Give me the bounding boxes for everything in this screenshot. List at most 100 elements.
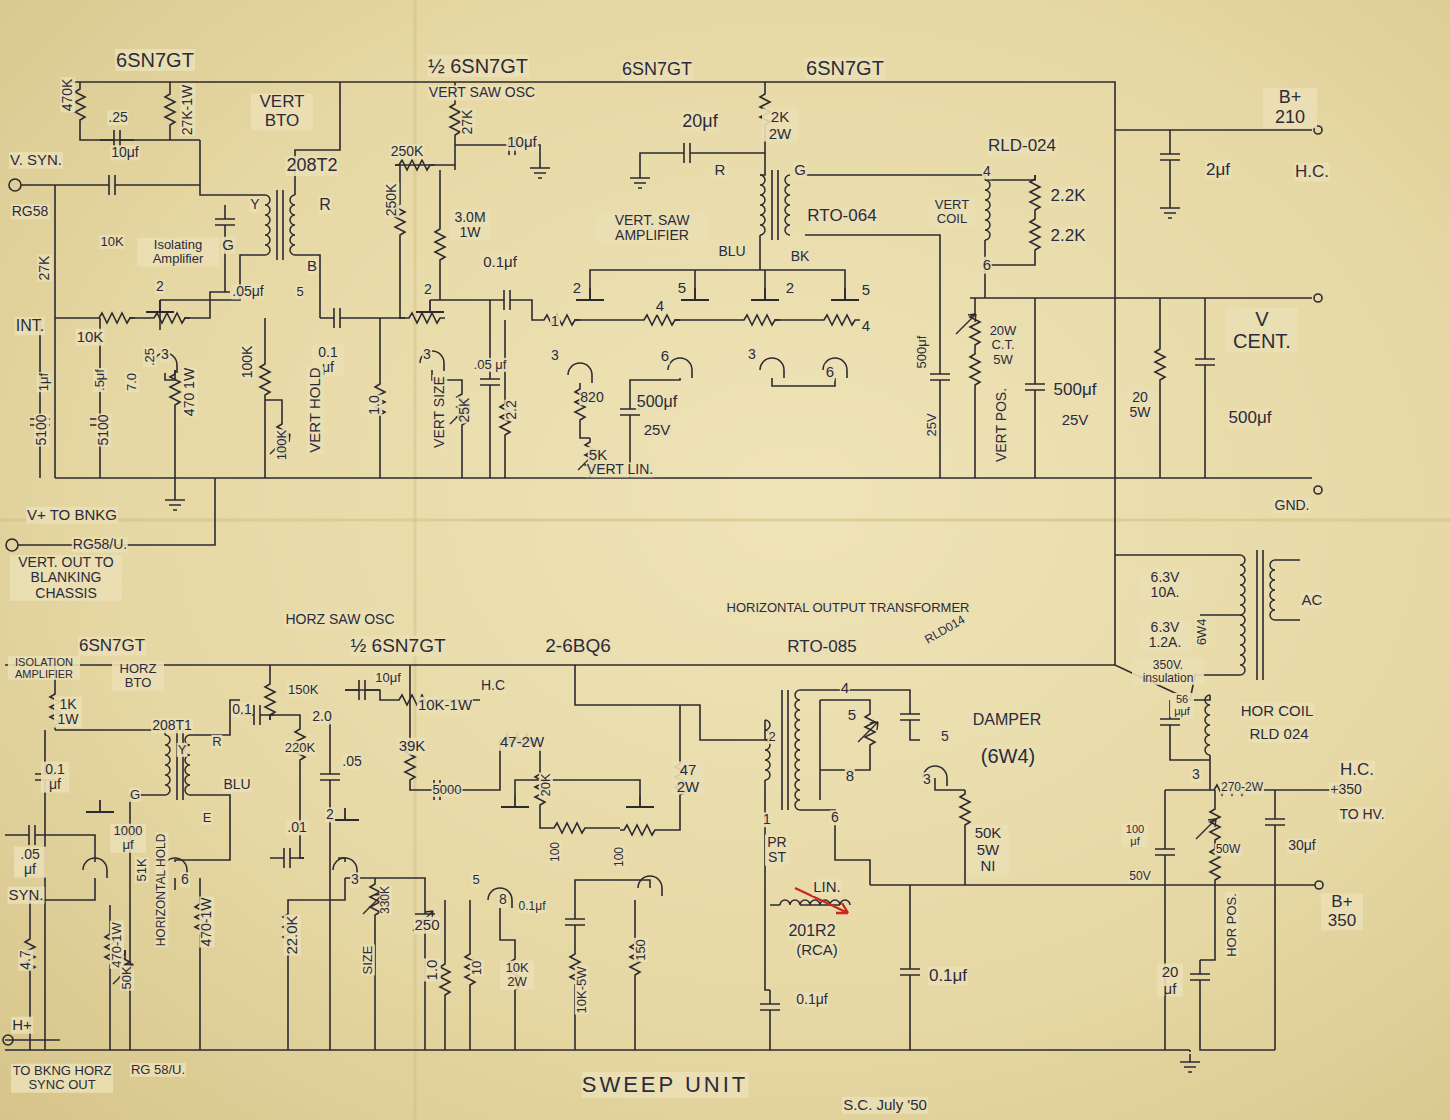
schematic-label: 20W C.T. 5W (984, 324, 1022, 367)
schematic-label: 10μf (374, 671, 402, 685)
schematic-label: 6W4 (1195, 618, 1209, 647)
tube-plate (416, 300, 444, 312)
tube-grid (640, 315, 680, 325)
resistor-symbol (265, 680, 275, 720)
terminal (1314, 486, 1322, 494)
schematic-label: V CENT. (1226, 308, 1298, 352)
schematic-label: 10K-5W (575, 966, 589, 1015)
transformer-coil (785, 175, 790, 235)
capacitor-symbol (215, 205, 235, 239)
tube-plate (86, 800, 114, 812)
schematic-label: RTO-064 (806, 207, 877, 226)
capacitor-symbol (930, 360, 950, 394)
wire (21, 82, 405, 478)
schematic-label: 27K (37, 255, 52, 282)
potentiometer-arrow (858, 722, 878, 742)
schematic-label: ISOLATION AMPLIFIER (8, 656, 80, 680)
capacitor-symbol (670, 143, 704, 163)
capacitor-symbol (900, 700, 920, 734)
schematic-label: 6SN7GT (621, 60, 693, 80)
schematic-label: 2 (785, 280, 795, 297)
schematic-label: 5K (588, 447, 608, 464)
schematic-label: 8 (498, 892, 508, 907)
schematic-label: 8 (845, 768, 855, 785)
schematic-label: 330K (379, 885, 392, 915)
schematic-label: B+ 350 (1321, 893, 1363, 930)
resistor-symbol (620, 825, 660, 835)
schematic-label: RG 58/U. (130, 1063, 186, 1077)
schematic-label: (RCA) (795, 942, 839, 959)
capacitor-symbol (320, 760, 340, 794)
tube-grid (740, 315, 780, 325)
tube-cathode (488, 888, 512, 908)
resistor-symbol (75, 85, 85, 125)
schematic-label: 2 (423, 282, 433, 297)
schematic-label: 208T1 (151, 718, 193, 733)
schematic-label: 50V (1128, 870, 1151, 883)
transformer-coil (795, 750, 800, 810)
transformer-coil (265, 195, 270, 255)
schematic-label: 5 (940, 729, 950, 744)
schematic-label: 1.0 (367, 394, 382, 415)
schematic-label: 4 (982, 164, 992, 179)
schematic-label: 5000 (432, 783, 463, 797)
schematic-label: R (714, 162, 727, 179)
schematic-label: 25V (925, 412, 939, 437)
schematic-label: H.C. (1339, 761, 1375, 780)
transformer-coil (1240, 615, 1245, 675)
schematic-label: 2 (767, 730, 776, 744)
schematic-label: 0.1μf (482, 254, 518, 271)
schematic-label: VERT POS. (994, 387, 1009, 463)
schematic-label: HORIZONTAL HOLD (155, 833, 168, 948)
schematic-label: 5 (861, 282, 871, 299)
schematic-label: H+ (11, 1017, 33, 1034)
ground-symbol (165, 492, 185, 510)
schematic-label: 1K 1W (54, 697, 82, 728)
schematic-label: S.C. July '50 (842, 1097, 928, 1114)
schematic-label: 22.0K (284, 914, 301, 955)
schematic-label: .05 (341, 754, 362, 769)
resistor-symbol (440, 960, 450, 1000)
tube-plate (331, 808, 359, 820)
supply-rail (5, 665, 1190, 1050)
tube-grid (150, 313, 190, 323)
schematic-label: 2μf (1205, 161, 1231, 180)
schematic-label: V. SYN. (9, 152, 63, 169)
schematic-label: HOR COIL (1240, 703, 1315, 720)
capacitor-symbol (1155, 835, 1175, 869)
schematic-label: 5 (847, 707, 857, 724)
wire (574, 82, 845, 478)
schematic-label: +350 (1329, 782, 1363, 797)
schematic-label: 2.2 (504, 399, 519, 420)
resistor-symbol (1155, 345, 1165, 385)
schematic-label: (6W4) (980, 745, 1036, 767)
resistor-symbol (435, 225, 445, 265)
schematic-label: 50W (1215, 843, 1242, 856)
resistor-symbol (550, 823, 590, 833)
schematic-label: 201R2 (787, 922, 836, 940)
schematic-label: 4.7 (18, 949, 33, 970)
schematic-label: 10K (99, 235, 124, 249)
schematic-label: R (211, 735, 222, 749)
schematic-label: 6 (660, 348, 670, 365)
schematic-label: HORZ BTO (112, 662, 164, 691)
schematic-label: 0.1μf (928, 967, 968, 986)
schematic-label: 250K (390, 144, 425, 159)
schematic-label: HOR POS. (1225, 892, 1239, 958)
caption-text: SWEEP UNIT (582, 1072, 749, 1098)
schematic-label: 100K (240, 345, 255, 380)
schematic-label: 100K (275, 429, 289, 461)
schematic-label: 150 (634, 938, 648, 962)
schematic-label: VERT BTO (251, 93, 313, 130)
schematic-label: 2-6BQ6 (544, 636, 611, 657)
tube-cathode (568, 363, 592, 383)
wire (5, 665, 240, 1050)
connector-jack (6, 539, 18, 551)
schematic-label: 3 (160, 347, 170, 362)
schematic-label: 2 (325, 807, 335, 822)
schematic-label: HORZ SAW OSC (284, 612, 395, 627)
schematic-label: VERT. OUT TO BLANKING CHASSIS (10, 555, 122, 601)
capacitor-symbol (565, 905, 585, 939)
paper-crease (0, 519, 1450, 522)
